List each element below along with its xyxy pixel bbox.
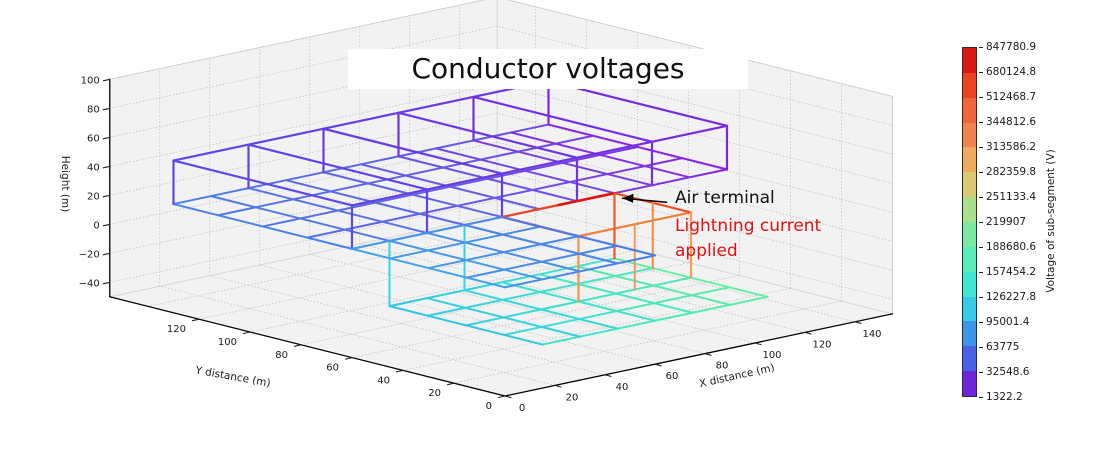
colorbar-segment (963, 197, 976, 223)
colorbar-tick-mark (979, 221, 983, 223)
svg-text:0: 0 (93, 220, 99, 231)
colorbar-segment (963, 346, 976, 372)
axes-spines (109, 78, 894, 397)
annotation-lightning-line1: Lightning current (675, 216, 822, 236)
colorbar-tick-mark (979, 296, 983, 298)
colorbar-tick-label: 847780.9 (986, 41, 1037, 53)
colorbar-tick-label: 344812.6 (986, 116, 1037, 128)
colorbar-segment (963, 48, 976, 73)
colorbar-segment (963, 296, 976, 322)
colorbar-tick-label: 282359.8 (986, 166, 1037, 178)
colorbar-tick-label: 680124.8 (986, 66, 1037, 78)
annotation-lightning-current: Lightning current applied (675, 214, 821, 264)
annotation-lightning-line2: applied (675, 241, 738, 261)
interlevel-posts (388, 224, 466, 308)
colorbar-segment (963, 321, 976, 347)
svg-text:−20: −20 (79, 249, 100, 260)
colorbar-tick-label: 32548.6 (986, 366, 1030, 378)
colorbar-segment (963, 271, 976, 297)
svg-text:100: 100 (218, 337, 237, 348)
svg-text:80: 80 (275, 350, 288, 361)
colorbar-tick-label: 126227.8 (986, 291, 1037, 303)
colorbar (962, 47, 977, 397)
colorbar-segment (963, 246, 976, 272)
colorbar-tick-mark (979, 96, 983, 98)
low-roof-grid (388, 257, 769, 346)
colorbar-tick-mark (979, 321, 983, 323)
svg-text:100: 100 (762, 350, 781, 361)
front-left-roof-grid (351, 216, 656, 289)
svg-text:0: 0 (519, 403, 525, 414)
colorbar-segment (963, 371, 976, 397)
colorbar-segment (963, 72, 976, 98)
colorbar-label: Voltage of sub-segment (V) (1045, 149, 1057, 293)
svg-text:80: 80 (87, 104, 100, 115)
svg-text:140: 140 (862, 329, 881, 340)
colorbar-segment (963, 97, 976, 123)
colorbar-tick-label: 313586.2 (986, 141, 1037, 153)
colorbar-tick-mark (979, 246, 983, 248)
svg-text:120: 120 (167, 324, 186, 335)
z-axis-label: Height (m) (59, 155, 71, 213)
colorbar-tick-mark (979, 371, 983, 373)
colorbar-tick-label: 219907 (986, 216, 1027, 228)
svg-text:100: 100 (81, 75, 100, 86)
colorbar-tick-label: 157454.2 (986, 266, 1037, 278)
annotation-air-terminal: Air terminal (675, 188, 775, 208)
svg-text:60: 60 (326, 363, 339, 374)
colorbar-tick-mark (979, 46, 983, 48)
y-axis-ticks: 0 20 40 60 80 100 120 (167, 318, 506, 412)
svg-text:80: 80 (716, 361, 729, 372)
colorbar-tick-label: 188680.6 (986, 241, 1037, 253)
chart-title: Conductor voltages (348, 49, 748, 89)
colorbar-tick-label: 63775 (986, 341, 1020, 353)
svg-text:20: 20 (87, 191, 100, 202)
svg-text:60: 60 (666, 371, 679, 382)
colorbar-tick-label: 95001.4 (986, 316, 1030, 328)
svg-text:20: 20 (566, 392, 579, 403)
colorbar-tick-label: 1322.2 (986, 391, 1023, 403)
svg-text:0: 0 (486, 401, 492, 412)
svg-text:40: 40 (616, 382, 629, 393)
colorbar-tick-mark (979, 196, 983, 198)
colorbar-segment (963, 147, 976, 173)
svg-text:60: 60 (87, 133, 100, 144)
svg-text:40: 40 (377, 375, 390, 386)
colorbar-tick-mark (979, 171, 983, 173)
annotation-arrow (621, 193, 668, 203)
colorbar-segment (963, 222, 976, 247)
z-axis-ticks: −40 −20 0 20 40 60 80 100 (79, 75, 111, 289)
svg-text:40: 40 (87, 162, 100, 173)
svg-text:20: 20 (428, 388, 441, 399)
svg-text:−40: −40 (79, 278, 100, 289)
svg-text:120: 120 (812, 339, 831, 350)
colorbar-tick-mark (979, 346, 983, 348)
colorbar-segment (963, 172, 976, 198)
colorbar-tick-mark (979, 396, 983, 398)
axes-panes (109, 0, 893, 397)
axes-gridlines (109, 0, 893, 397)
colorbar-tick-mark (979, 146, 983, 148)
colorbar-segment (963, 122, 976, 148)
colorbar-tick-mark (979, 71, 983, 73)
x-axis-ticks: 0 20 40 60 80 100 120 140 (504, 321, 882, 414)
colorbar-tick-mark (979, 121, 983, 123)
colorbar-tick-label: 512468.7 (986, 91, 1037, 103)
colorbar-tick-mark (979, 271, 983, 273)
colorbar-tick-label: 251133.4 (986, 191, 1037, 203)
